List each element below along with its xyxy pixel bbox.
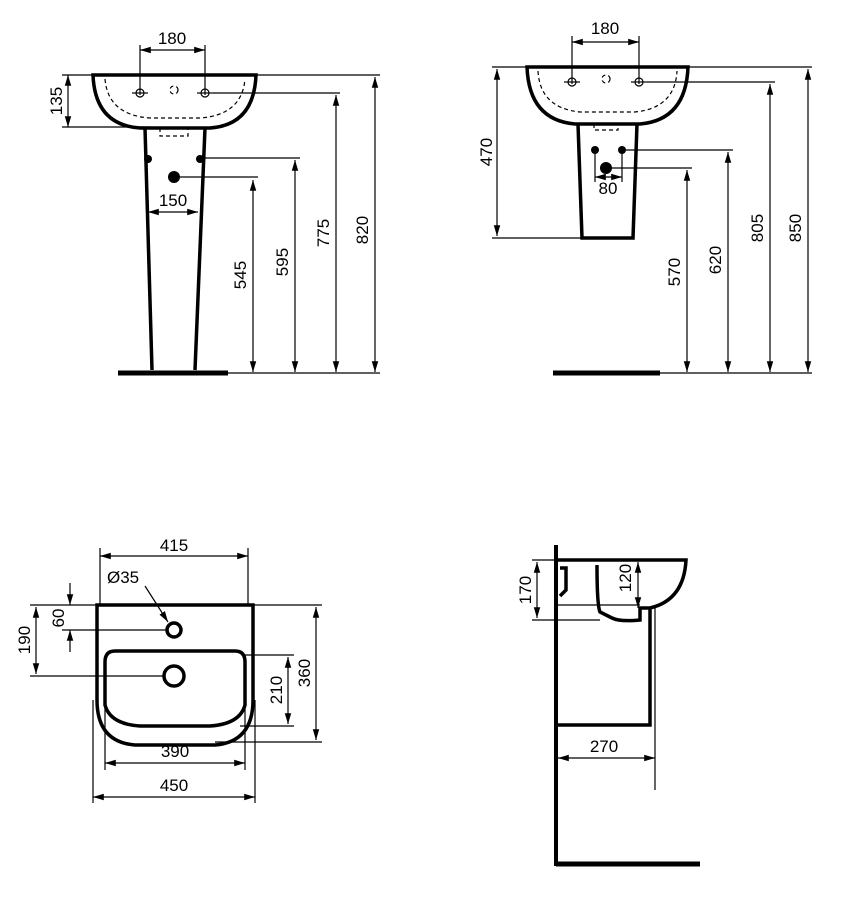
dim-basin-height: 170 [516, 576, 535, 604]
dim-supply-height: 620 [706, 246, 725, 274]
bowl-outline [103, 649, 247, 728]
semipedestal-section [558, 608, 652, 727]
tap-hole-icon [165, 621, 183, 639]
dim-tap-hole-offset: 60 [49, 609, 68, 628]
basin-outline [525, 65, 690, 126]
dim-waste-height: 570 [665, 258, 684, 286]
basin-outline [95, 603, 255, 747]
drain-icon [162, 664, 186, 688]
waste-outlet [168, 171, 180, 183]
front-view-semipedestal: 180 470 80 570 620 805 850 [477, 19, 812, 376]
dim-waste-height: 545 [231, 261, 250, 289]
dim-supply-height: 595 [273, 248, 292, 276]
dim-tap-hole-diameter: Ø35 [107, 568, 139, 587]
side-section-view: 170 120 270 [516, 545, 700, 867]
dim-projection: 270 [590, 737, 618, 756]
dim-bowl-depth: 210 [267, 676, 286, 704]
overflow-icon [601, 74, 611, 84]
basin-section [558, 558, 688, 623]
dim-rim-height: 850 [786, 214, 805, 242]
dim-basin-height: 135 [47, 87, 66, 115]
dim-inner-width-top: 415 [160, 536, 188, 555]
dim-bowl-width: 390 [161, 742, 189, 761]
pedestal-outline [143, 127, 207, 371]
dim-overall-height: 470 [477, 138, 496, 166]
dim-overall-width: 450 [160, 776, 188, 795]
dim-tap-height: 805 [748, 214, 767, 242]
dim-bowl-depth: 120 [616, 564, 635, 592]
dim-tap-height: 775 [314, 219, 333, 247]
waste-outlet [600, 162, 612, 174]
dim-supply-spacing: 80 [599, 179, 618, 198]
overflow-icon [169, 85, 179, 95]
dim-pedestal-width: 150 [159, 191, 187, 210]
dim-tap-spacing: 180 [158, 29, 186, 48]
plan-view: 415 Ø35 60 190 210 360 390 450 [15, 536, 322, 803]
front-view-pedestal: 180 135 150 545 595 775 820 [47, 29, 380, 376]
dim-overall-depth: 360 [295, 659, 314, 687]
dim-tap-spacing: 180 [591, 19, 619, 38]
dim-rim-height: 820 [353, 216, 372, 244]
dim-drain-offset: 190 [15, 626, 34, 654]
basin-outline [91, 73, 258, 130]
semipedestal-outline [576, 123, 639, 240]
